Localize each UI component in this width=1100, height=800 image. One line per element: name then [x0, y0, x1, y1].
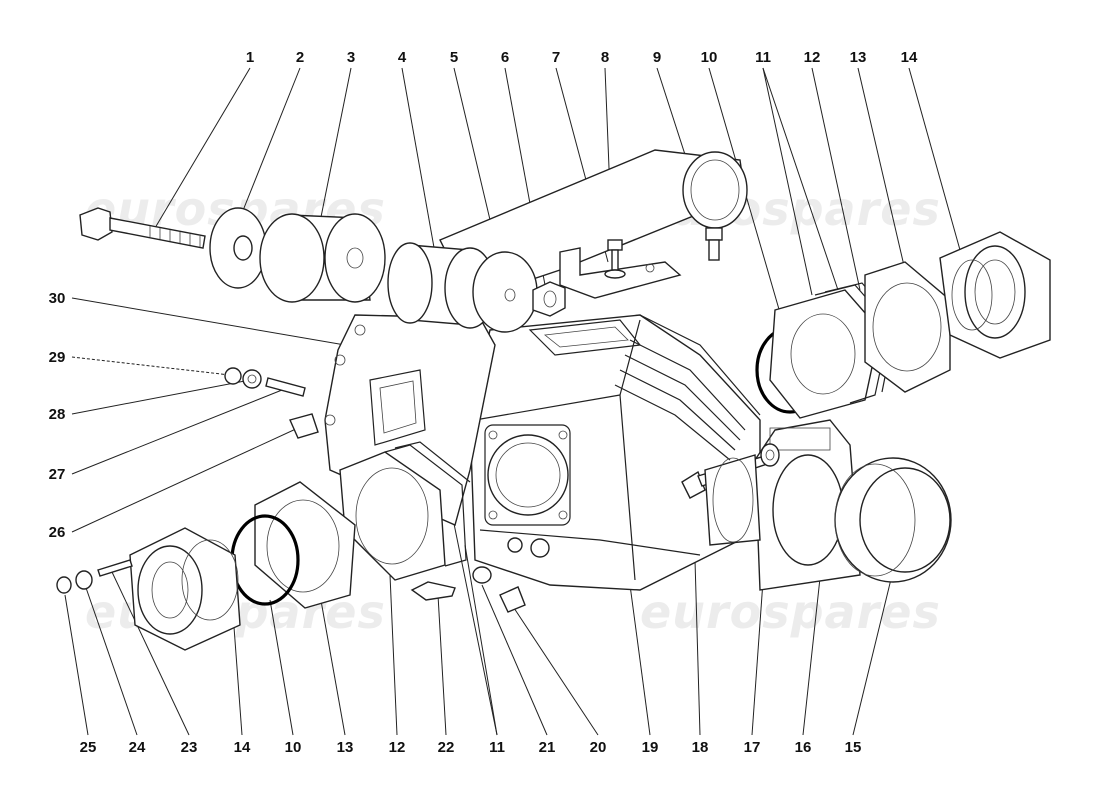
callout-label: 23: [181, 739, 198, 756]
part-21-washer: [472, 566, 492, 584]
leader-lines: [64, 67, 961, 736]
callout-label: 15: [845, 739, 862, 756]
callout-label: 12: [804, 49, 821, 66]
callout-label: 11: [755, 49, 771, 66]
part-12-gasket-right: [769, 289, 881, 419]
part-17-washer: [760, 443, 780, 467]
callout-label: 14: [901, 49, 918, 66]
callout-label: 24: [129, 739, 146, 756]
callout-label: 2: [296, 49, 304, 66]
callout-label: 28: [49, 406, 66, 423]
callout-label: 12: [389, 739, 406, 756]
part-27-stud: [265, 377, 306, 397]
callout-label: 14: [234, 739, 251, 756]
callout-label: 27: [49, 466, 66, 483]
part-28-washer: [242, 369, 262, 389]
callout-label: 1: [246, 49, 254, 66]
part-24-washer: [75, 570, 93, 590]
callout-label: 4: [398, 49, 407, 66]
callout-label: 8: [601, 49, 609, 66]
watermark-layer: eurospares eurospares eurospares eurospa…: [85, 182, 941, 639]
callout-label: 25: [80, 739, 97, 756]
part-14-flange-left: [129, 527, 241, 651]
housing-outlet-stub: [704, 454, 761, 546]
part-11-shims-left: [384, 441, 471, 567]
callout-label: 13: [337, 739, 354, 756]
part-13-gasket-right: [864, 261, 951, 393]
part-1-long-bolt: [79, 207, 206, 249]
callout-label: 19: [642, 739, 659, 756]
part-13-gasket-left: [254, 481, 356, 609]
gearbox-housing: [469, 314, 761, 591]
part-23-stud: [97, 559, 133, 577]
callout-label: 11: [489, 739, 505, 756]
callout-label: 26: [49, 524, 66, 541]
callout-label: 10: [285, 739, 302, 756]
callout-label: 6: [501, 49, 509, 66]
watermark-bottom-right: eurospares: [640, 585, 941, 639]
callout-label: 29: [49, 349, 66, 366]
part-3-bushing: [259, 213, 386, 303]
part-6-nut: [532, 281, 566, 317]
part-29-nut: [224, 367, 242, 385]
part-25-nut: [56, 576, 72, 594]
part-5-washer: [472, 251, 538, 333]
part-20-drain-plug: [499, 586, 526, 613]
callout-label: 5: [450, 49, 458, 66]
part-9-fitting: [705, 227, 723, 261]
callout-labels-top: 1 2 3 4 5 6 7 8 9 10 11 12 13 14: [246, 49, 918, 66]
callout-label: 18: [692, 739, 709, 756]
part-22-bleed-screw: [410, 581, 456, 601]
callout-label: 9: [653, 49, 661, 66]
part-2-washer: [209, 207, 267, 289]
callout-label: 30: [49, 290, 66, 307]
callout-label: 22: [438, 739, 455, 756]
callout-label: 21: [539, 739, 556, 756]
callout-label: 3: [347, 49, 355, 66]
part-16-support-block: [754, 419, 861, 591]
part-15-seal-ring: [834, 457, 952, 583]
callout-labels-bottom: 25 24 23 14 10 13 12 22 11 21 20 19 18 1…: [80, 739, 862, 756]
part-26-plug: [289, 413, 319, 439]
callout-labels-left: 30 29 28 27 26: [49, 290, 66, 541]
callout-label: 10: [701, 49, 718, 66]
part-14-flange-right: [939, 231, 1051, 359]
part-8-bolt: [604, 239, 626, 279]
callout-label: 13: [850, 49, 867, 66]
callout-label: 20: [590, 739, 607, 756]
callout-label: 7: [552, 49, 560, 66]
callout-label: 17: [744, 739, 761, 756]
callout-label: 16: [795, 739, 812, 756]
